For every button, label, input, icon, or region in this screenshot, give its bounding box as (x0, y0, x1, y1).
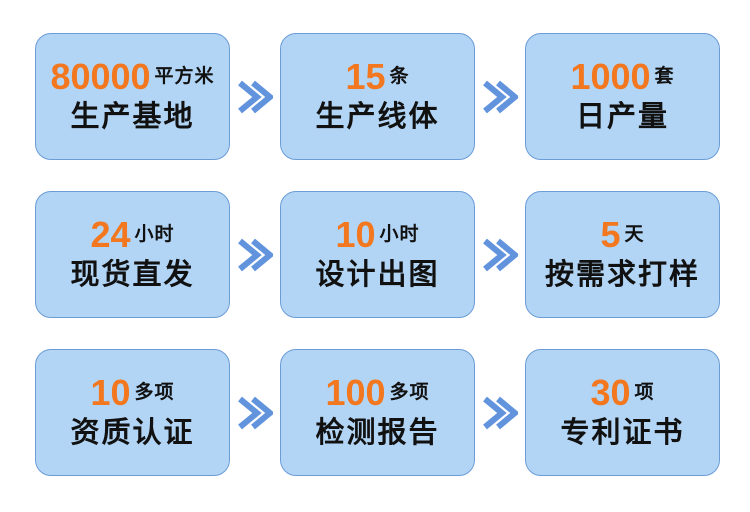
stat-unit: 平方米 (154, 66, 215, 88)
stat-number: 30 (590, 371, 631, 413)
stat-number-line: 30 项 (590, 371, 655, 413)
stat-number: 100 (325, 371, 386, 413)
stat-number: 24 (90, 213, 131, 255)
stat-label: 按需求打样 (544, 258, 700, 291)
double-chevron-icon (475, 396, 525, 430)
stat-number: 10 (335, 213, 376, 255)
stat-number: 15 (345, 55, 386, 97)
double-chevron-icon (475, 80, 525, 114)
stat-number-line: 80000 平方米 (50, 55, 215, 97)
stat-number: 5 (600, 213, 621, 255)
stat-unit: 条 (389, 66, 410, 88)
stat-unit: 项 (634, 382, 655, 404)
stat-label: 检测报告 (315, 416, 440, 449)
stat-unit: 小时 (379, 224, 420, 246)
stat-number-line: 24 小时 (90, 213, 175, 255)
stat-number-line: 15 条 (345, 55, 410, 97)
stat-label: 生产线体 (315, 100, 440, 133)
stat-number-line: 100 多项 (325, 371, 430, 413)
stat-number-line: 1000 套 (570, 55, 675, 97)
stat-label: 设计出图 (315, 258, 440, 291)
double-chevron-icon (230, 238, 280, 272)
stat-number: 1000 (570, 55, 651, 97)
stat-card-test-reports: 100 多项 检测报告 (280, 349, 475, 476)
double-chevron-icon (230, 80, 280, 114)
stat-unit: 套 (654, 66, 675, 88)
stat-unit: 多项 (389, 382, 430, 404)
stat-label: 专利证书 (560, 416, 685, 449)
stat-card-design-drawing: 10 小时 设计出图 (280, 191, 475, 318)
stat-number-line: 10 小时 (335, 213, 420, 255)
stat-label: 现货直发 (70, 258, 195, 291)
stat-unit: 天 (624, 224, 645, 246)
stat-unit: 小时 (134, 224, 175, 246)
stat-card-daily-output: 1000 套 日产量 (525, 33, 720, 160)
stat-number-line: 10 多项 (90, 371, 175, 413)
stats-row-3: 10 多项 资质认证 100 多项 检测报告 3 (35, 349, 750, 476)
stat-number-line: 5 天 (600, 213, 645, 255)
stat-number: 80000 (50, 55, 151, 97)
stats-row-1: 80000 平方米 生产基地 15 条 生产线体 (35, 33, 750, 160)
double-chevron-icon (475, 238, 525, 272)
stat-label: 资质认证 (70, 416, 195, 449)
stat-card-stock-delivery: 24 小时 现货直发 (35, 191, 230, 318)
stat-card-production-lines: 15 条 生产线体 (280, 33, 475, 160)
stat-card-patents: 30 项 专利证书 (525, 349, 720, 476)
stats-row-2: 24 小时 现货直发 10 小时 设计出图 5 (35, 191, 750, 318)
stat-label: 生产基地 (70, 100, 195, 133)
stat-card-certifications: 10 多项 资质认证 (35, 349, 230, 476)
stat-unit: 多项 (134, 382, 175, 404)
stat-label: 日产量 (575, 100, 669, 133)
double-chevron-icon (230, 396, 280, 430)
stat-number: 10 (90, 371, 131, 413)
stat-card-production-base: 80000 平方米 生产基地 (35, 33, 230, 160)
stat-card-sampling: 5 天 按需求打样 (525, 191, 720, 318)
